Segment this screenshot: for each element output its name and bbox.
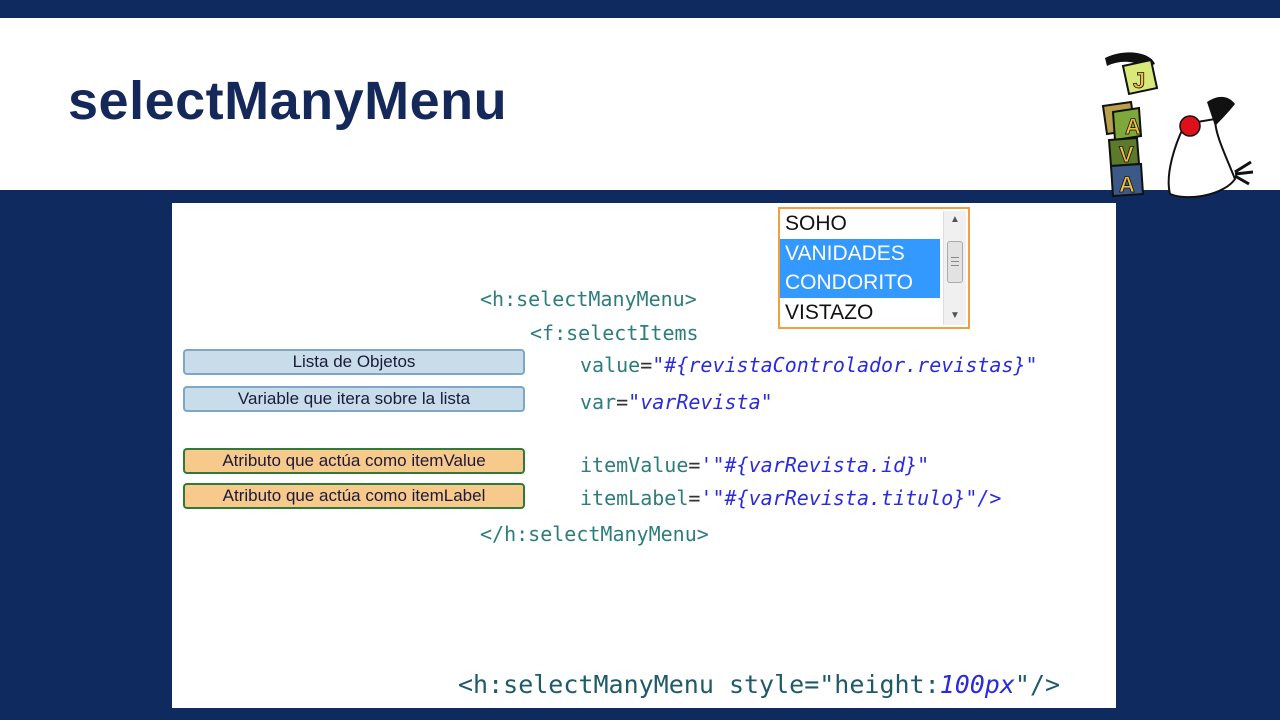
scroll-up-arrow-icon[interactable]: ▲: [950, 214, 960, 225]
bottom-attr: style="height:: [728, 670, 940, 699]
scroll-thumb[interactable]: [947, 241, 963, 283]
code-str-var: "varRevista": [628, 390, 773, 414]
java-duke-logo-icon: J A V A: [1101, 52, 1254, 199]
code-line-itemlabel: itemLabel='"#{varRevista.titulo}"/>: [580, 486, 1002, 510]
bottom-end: "/>: [1014, 670, 1061, 699]
code-line-open-tag: <h:selectManyMenu>: [480, 287, 697, 311]
code-line-select-items: <f:selectItems: [530, 321, 699, 345]
listbox-option-vanidades[interactable]: VANIDADES: [780, 238, 940, 268]
code-attr-var: var: [580, 390, 617, 414]
code-line-var: var="varRevista": [580, 390, 773, 414]
label-item-value: Atributo que actúa como itemValue: [183, 448, 525, 474]
logo-letter-j: J: [1133, 68, 1145, 93]
code-attr-value: value: [580, 353, 641, 377]
listbox-option-vistazo[interactable]: VISTAZO: [785, 300, 874, 324]
code-line-close-tag: </h:selectManyMenu>: [480, 522, 709, 546]
logo-letter-a1: A: [1125, 114, 1141, 139]
label-item-label: Atributo que actúa como itemLabel: [183, 483, 525, 509]
slide-title: selectManyMenu: [68, 71, 508, 131]
top-bar: [0, 0, 1280, 18]
listbox-option-soho[interactable]: SOHO: [785, 212, 847, 235]
code-str-itemvalue: '"#{varRevista.id}": [700, 453, 930, 477]
code-line-style-height: <h:selectManyMenu style="height:100px"/>: [458, 670, 1060, 699]
code-attr-itemlabel: itemLabel: [580, 486, 689, 510]
label-lista-de-objetos: Lista de Objetos: [183, 349, 525, 375]
logo-letter-v: V: [1119, 142, 1134, 167]
label-variable-itera: Variable que itera sobre la lista: [183, 386, 525, 412]
code-str-value: "#{revistaControlador.revistas}": [652, 353, 1038, 377]
bottom-num: 100px: [939, 670, 1015, 699]
code-line-value: value="#{revistaControlador.revistas}": [580, 353, 1038, 377]
listbox-option-condorito[interactable]: CONDORITO: [780, 268, 940, 298]
code-line-itemvalue: itemValue='"#{varRevista.id}": [580, 453, 930, 477]
logo-letter-a2: A: [1119, 172, 1135, 197]
code-str-itemlabel: '"#{varRevista.titulo}"/>: [700, 486, 1002, 510]
code-attr-itemvalue: itemValue: [580, 453, 689, 477]
bottom-tag: <h:selectManyMenu: [458, 670, 729, 699]
select-many-listbox[interactable]: SOHO VANIDADES CONDORITO VISTAZO ▲ ▼: [778, 207, 970, 329]
listbox-scrollbar[interactable]: ▲ ▼: [943, 211, 966, 325]
scroll-down-arrow-icon[interactable]: ▼: [950, 310, 960, 321]
slide-header: selectManyMenu J A V A: [0, 18, 1280, 199]
